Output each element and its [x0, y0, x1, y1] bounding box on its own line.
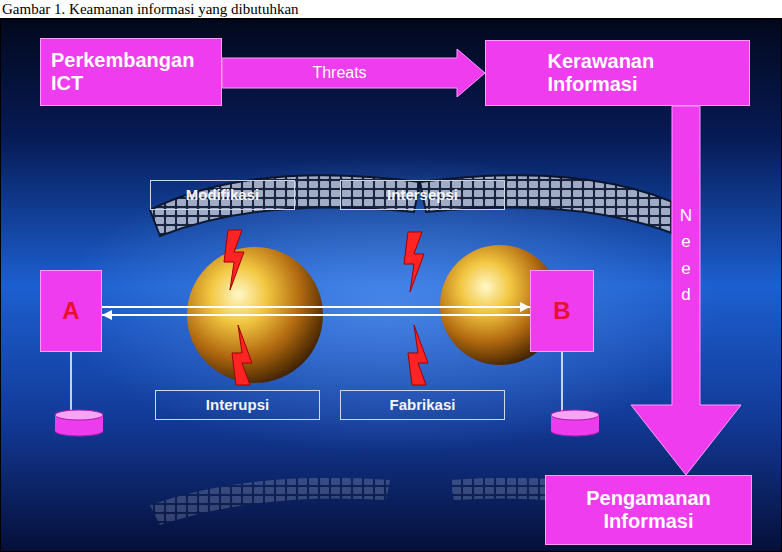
- arrow-label: Need: [678, 203, 695, 308]
- arrow-label: Threats: [310, 64, 368, 82]
- lightning-bolt: [408, 325, 428, 385]
- box-text: Fabrikasi: [390, 396, 456, 413]
- threat-label-box: Modifikasi: [150, 180, 295, 210]
- figure-caption: Gambar 1. Keamanan informasi yang dibutu…: [2, 0, 299, 18]
- database-b: [551, 352, 599, 436]
- box-text: Intersepsi: [387, 186, 458, 203]
- background: [0, 19, 782, 552]
- box-text: Interupsi: [206, 396, 269, 413]
- endpoint-box: A: [40, 270, 102, 352]
- need-arrow: [631, 106, 741, 475]
- light-glow: [60, 155, 720, 455]
- data-flow-arrow: [102, 306, 530, 308]
- threat-label-box: Fabrikasi: [340, 390, 505, 420]
- keyboard-left: [150, 175, 420, 236]
- keyboard-right: [420, 175, 690, 236]
- box-text: Perkembangan ICT: [51, 49, 211, 95]
- process-box: Perkembangan ICT: [40, 38, 222, 106]
- lightning-bolt: [224, 230, 244, 290]
- threat-label-box: Intersepsi: [340, 180, 505, 210]
- box-text: Kerawanan Informasi: [548, 50, 688, 96]
- threat-arrow: [222, 49, 485, 97]
- box-text: Modifikasi: [186, 186, 259, 203]
- data-flow-arrow: [102, 314, 530, 316]
- database-a: [55, 352, 103, 436]
- process-box: Pengamanan Informasi: [545, 475, 752, 545]
- lightning-bolt: [404, 232, 424, 292]
- lightning-bolt: [232, 325, 252, 385]
- process-box: Kerawanan Informasi: [485, 40, 750, 106]
- endpoint-letter: B: [553, 297, 570, 325]
- box-text: Pengamanan Informasi: [574, 487, 724, 533]
- endpoint-box: B: [530, 270, 594, 352]
- threat-label-box: Interupsi: [155, 390, 320, 420]
- endpoint-letter: A: [62, 297, 79, 325]
